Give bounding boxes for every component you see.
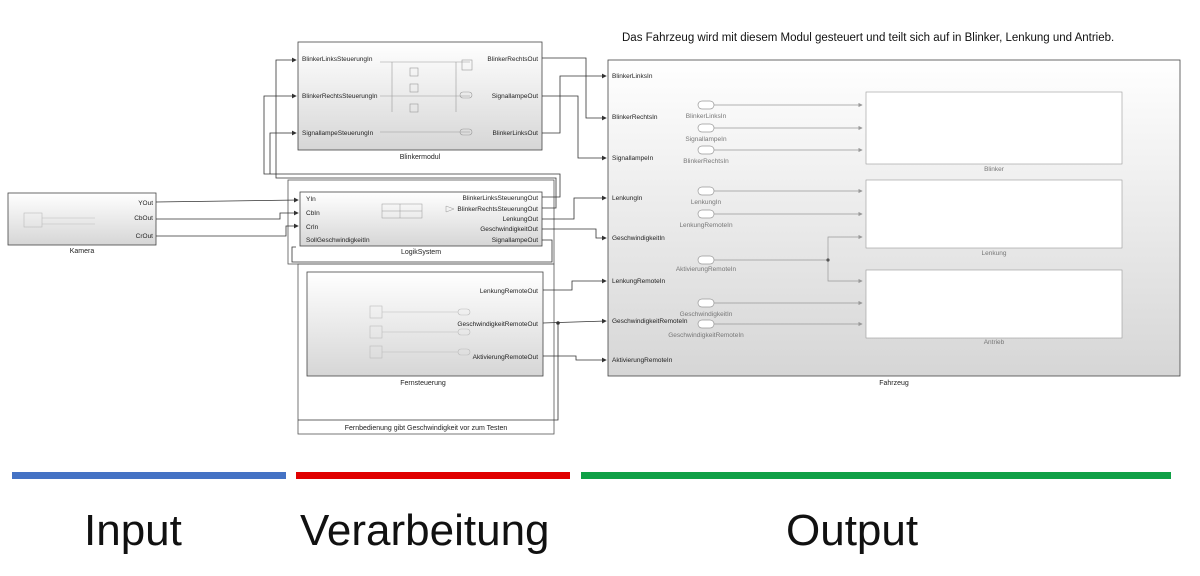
internal-lenkungin: LenkungIn bbox=[691, 199, 722, 206]
fahrzeug-in-5: GeschwindigkeitIn bbox=[612, 235, 665, 242]
fernsteuerung-frame bbox=[297, 263, 555, 435]
internal-aktivierungremotein: AktivierungRemoteIn bbox=[676, 266, 737, 273]
signal-lines bbox=[155, 57, 607, 421]
fahrzeug-in-8: AktivierungRemoteIn bbox=[612, 357, 673, 364]
verarbeitung-bar bbox=[296, 472, 570, 479]
internal-lenkungremotein: LenkungRemoteIn bbox=[679, 222, 733, 229]
fahrzeug-block[interactable]: BlinkerLinksIn BlinkerRechtsIn Signallam… bbox=[607, 59, 1181, 377]
blinkermodul-out-2: SignallampeOut bbox=[492, 93, 538, 100]
kamera-port-cbout: CbOut bbox=[134, 215, 153, 222]
fernsteuerung-out-2: GeschwindigkeitRemoteOut bbox=[457, 321, 538, 328]
fernsteuerung-out-1: LenkungRemoteOut bbox=[480, 288, 538, 295]
fernsteuerung-note: Fernbedienung gibt Geschwindigkeit vor z… bbox=[345, 425, 508, 432]
blinkermodul-in-3: SignallampeSteuerungIn bbox=[302, 130, 374, 137]
blinkermodul-out-1: BlinkerRechtsOut bbox=[487, 56, 538, 63]
logiksystem-name: LogikSystem bbox=[401, 249, 441, 256]
logiksystem-out-1: BlinkerLinksSteuerungOut bbox=[462, 195, 538, 202]
internal-geschwindigkeitremotein: GeschwindigkeitRemoteIn bbox=[668, 332, 744, 339]
blinkermodul-out-3: BlinkerLinksOut bbox=[492, 130, 538, 137]
internal-signallampein: SignallampeIn bbox=[685, 136, 727, 143]
logiksystem-out-2: BlinkerRechtsSteuerungOut bbox=[457, 206, 538, 213]
diagram-caption: Das Fahrzeug wird mit diesem Modul geste… bbox=[622, 32, 1115, 44]
logiksystem-in-soll: SollGeschwindigkeitIn bbox=[306, 237, 370, 244]
antrieb-subsystem[interactable] bbox=[865, 269, 1123, 339]
fernsteuerung-name: Fernsteuerung bbox=[400, 380, 446, 387]
blinkermodul-name: Blinkermodul bbox=[400, 154, 441, 161]
blinker-label: Blinker bbox=[984, 166, 1005, 173]
logiksystem-in-crin: CrIn bbox=[306, 224, 319, 231]
input-bar bbox=[12, 472, 286, 479]
blinkermodul-in-2: BlinkerRechtsSteuerungIn bbox=[302, 93, 378, 100]
fahrzeug-in-2: BlinkerRechtsIn bbox=[612, 114, 658, 121]
fahrzeug-in-7: GeschwindigkeitRemoteIn bbox=[612, 318, 688, 325]
logiksystem-out-3: LenkungOut bbox=[503, 216, 539, 223]
fernsteuerung-out-3: AktivierungRemoteOut bbox=[473, 354, 539, 361]
fahrzeug-in-1: BlinkerLinksIn bbox=[612, 73, 653, 80]
kamera-block[interactable]: YOut CbOut CrOut bbox=[7, 192, 157, 246]
logiksystem-out-4: GeschwindigkeitOut bbox=[480, 226, 538, 233]
kamera-name: Kamera bbox=[70, 248, 95, 255]
fahrzeug-in-6: LenkungRemoteIn bbox=[612, 278, 666, 285]
fahrzeug-name: Fahrzeug bbox=[879, 380, 909, 387]
blinkermodul-block[interactable]: BlinkerLinksSteuerungIn BlinkerRechtsSte… bbox=[297, 41, 543, 151]
fahrzeug-in-4: LenkungIn bbox=[612, 195, 643, 202]
fahrzeug-in-3: SignallampeIn bbox=[612, 155, 654, 162]
blinker-subsystem[interactable] bbox=[865, 91, 1123, 165]
internal-geschwindigkeitin: GeschwindigkeitIn bbox=[680, 311, 733, 318]
lenkung-label: Lenkung bbox=[982, 250, 1007, 257]
section-input: Input bbox=[84, 506, 182, 555]
logiksystem-out-5: SignallampeOut bbox=[492, 237, 538, 244]
logiksystem-in-cbin: CbIn bbox=[306, 210, 320, 217]
logiksystem-block[interactable]: YIn CbIn CrIn SollGeschwindigkeitIn Blin… bbox=[299, 191, 543, 247]
lenkung-subsystem[interactable] bbox=[865, 179, 1123, 249]
internal-blinkerlinksin: BlinkerLinksIn bbox=[686, 113, 727, 120]
section-verarbeitung: Verarbeitung bbox=[300, 506, 550, 555]
output-bar bbox=[581, 472, 1171, 479]
internal-blinkerrechtsin: BlinkerRechtsIn bbox=[683, 158, 729, 165]
antrieb-label: Antrieb bbox=[984, 339, 1005, 346]
fernsteuerung-block[interactable]: LenkungRemoteOut GeschwindigkeitRemoteOu… bbox=[306, 271, 544, 377]
blinkermodul-in-1: BlinkerLinksSteuerungIn bbox=[302, 56, 373, 63]
logiksystem-in-yin: YIn bbox=[306, 196, 316, 203]
kamera-port-yout: YOut bbox=[138, 200, 153, 207]
kamera-port-crout: CrOut bbox=[136, 233, 154, 240]
section-output: Output bbox=[786, 506, 919, 555]
